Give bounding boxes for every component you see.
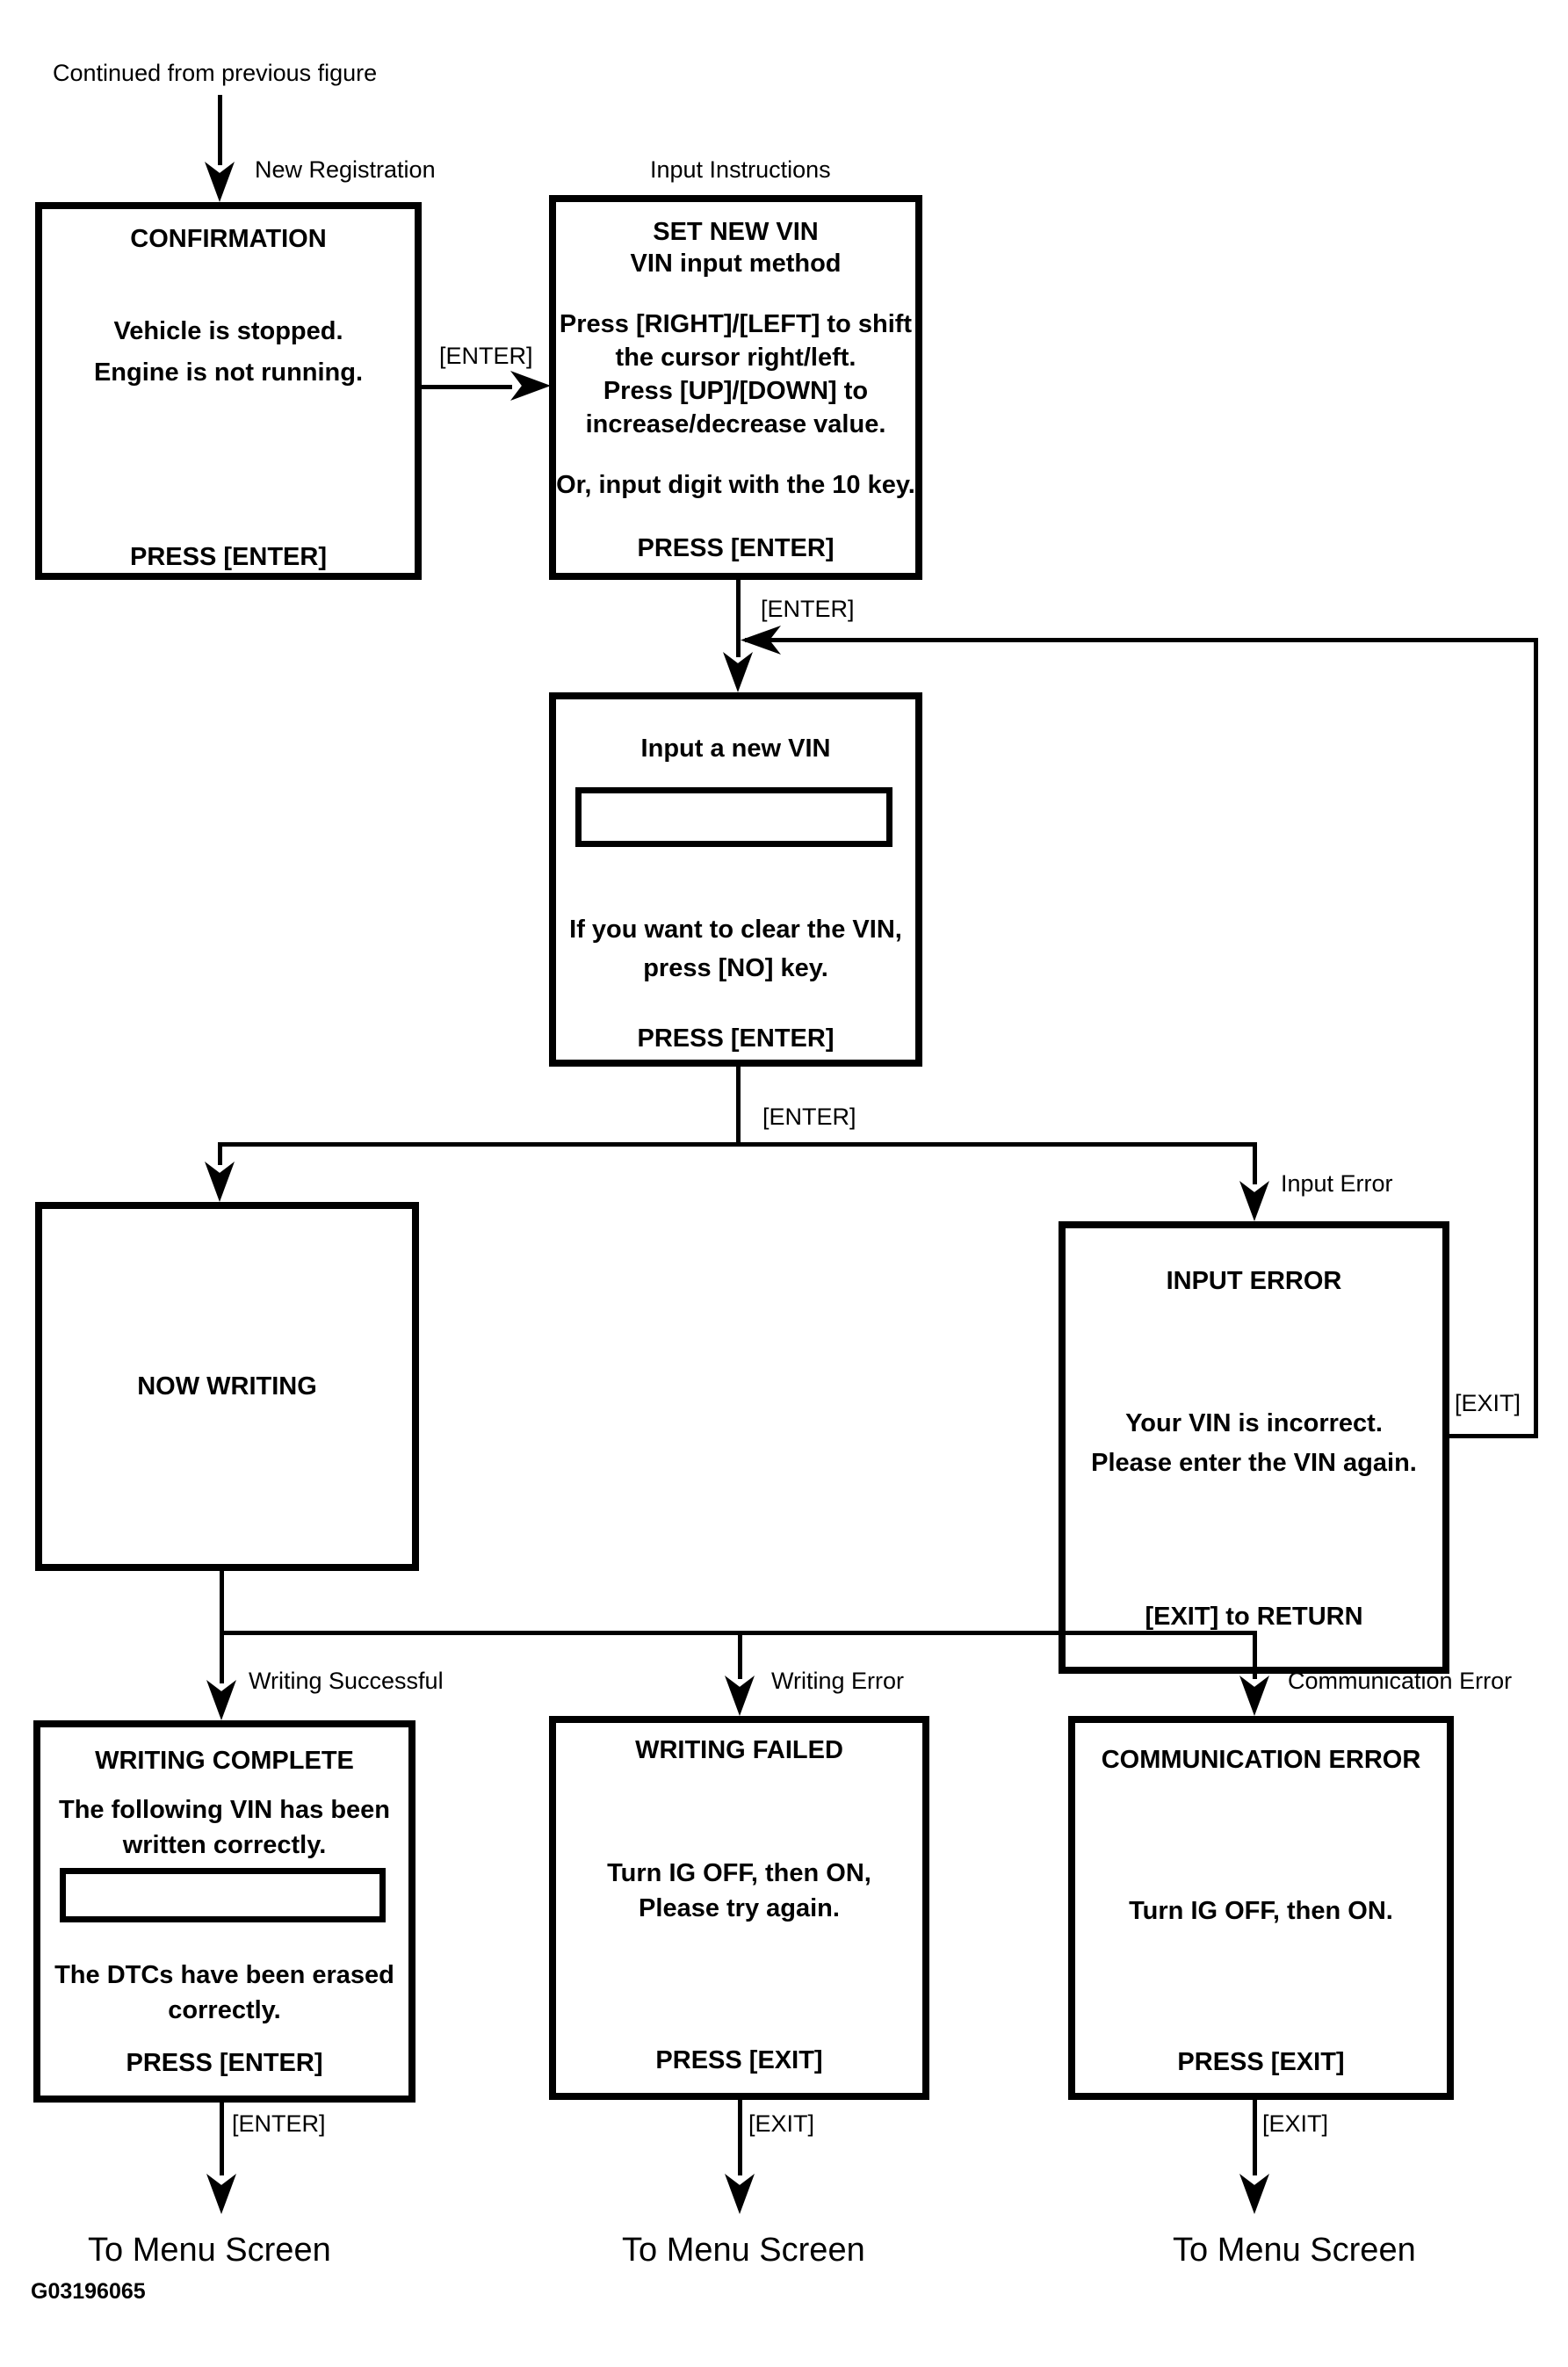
screen-now-writing: NOW WRITING xyxy=(35,1202,419,1571)
screen-text: Please try again. xyxy=(639,1894,840,1922)
edge-to-complete xyxy=(220,1631,224,1683)
edge-complete-to-menu xyxy=(220,2103,224,2175)
arrowhead-down-icon xyxy=(723,652,753,692)
edge-instructions-to-input xyxy=(736,580,741,657)
screen-input-new-vin: Input a new VIN If you want to clear the… xyxy=(549,692,922,1067)
continued-note: Continued from previous figure xyxy=(53,60,378,86)
screen-footer: PRESS [EXIT] xyxy=(1177,2048,1345,2076)
edge-failed-to-menu xyxy=(738,2100,742,2175)
screen-text: Or, input digit with the 10 key. xyxy=(556,471,915,499)
edge-label-exit: [EXIT] xyxy=(1262,2110,1329,2137)
screen-text: Press [RIGHT]/[LEFT] to shift xyxy=(559,310,913,338)
screen-text: increase/decrease value. xyxy=(585,410,886,438)
screen-text: Please enter the VIN again. xyxy=(1091,1449,1417,1477)
vin-input-field xyxy=(575,787,892,847)
arrowhead-down-icon xyxy=(1239,1181,1269,1221)
screen-footer: PRESS [ENTER] xyxy=(130,543,327,571)
edge-exit-return-vertical xyxy=(1534,638,1538,1438)
screen-text: The DTCs have been erased xyxy=(54,1961,394,1989)
screen-title: INPUT ERROR xyxy=(1166,1267,1342,1295)
screen-title: CONFIRMATION xyxy=(130,225,327,253)
screen-text: Press [UP]/[DOWN] to xyxy=(603,377,869,405)
edge-exit-return-stub xyxy=(1449,1434,1538,1438)
screen-title: Input a new VIN xyxy=(640,735,831,763)
arrowhead-down-icon xyxy=(1239,1676,1269,1716)
screen-confirmation: CONFIRMATION Vehicle is stopped. Engine … xyxy=(35,202,422,580)
screen-footer: PRESS [ENTER] xyxy=(637,534,835,562)
screen-footer: PRESS [ENTER] xyxy=(126,2049,323,2077)
edge-label-enter: [ENTER] xyxy=(232,2110,326,2137)
screen-input-error: INPUT ERROR Your VIN is incorrect. Pleas… xyxy=(1059,1221,1449,1674)
arrowhead-down-icon xyxy=(725,2174,755,2214)
screen-text: written correctly. xyxy=(122,1831,327,1859)
arrowhead-down-icon xyxy=(206,1680,236,1720)
edge-to-now-writing xyxy=(218,1142,222,1165)
screen-footer: PRESS [EXIT] xyxy=(655,2046,823,2074)
screen-text: Vehicle is stopped. xyxy=(113,317,343,345)
edge-entry-line xyxy=(218,95,222,165)
screen-title: NOW WRITING xyxy=(137,1372,317,1401)
edge-label-input-instructions: Input Instructions xyxy=(650,156,831,183)
screen-set-new-vin: SET NEW VIN VIN input method Press [RIGH… xyxy=(549,195,922,580)
edge-label-writing-error: Writing Error xyxy=(771,1668,905,1694)
screen-text: If you want to clear the VIN, xyxy=(569,916,902,944)
to-menu-screen-label: To Menu Screen xyxy=(88,2232,331,2269)
vin-display-field xyxy=(60,1868,386,1922)
edge-label-exit: [EXIT] xyxy=(1455,1390,1521,1416)
edge-label-enter: [ENTER] xyxy=(761,596,855,622)
screen-footer: PRESS [ENTER] xyxy=(637,1024,835,1053)
arrowhead-right-icon xyxy=(510,371,551,401)
edge-label-new-registration: New Registration xyxy=(255,156,436,183)
screen-title: COMMUNICATION ERROR xyxy=(1101,1746,1421,1774)
screen-subtitle: VIN input method xyxy=(630,250,842,278)
screen-title: SET NEW VIN xyxy=(653,218,819,246)
screen-writing-complete: WRITING COMPLETE The following VIN has b… xyxy=(33,1720,415,2103)
edge-label-input-error: Input Error xyxy=(1281,1170,1393,1197)
arrowhead-down-icon xyxy=(205,1162,235,1202)
screen-writing-failed: WRITING FAILED Turn IG OFF, then ON, Ple… xyxy=(549,1716,929,2100)
edge-to-failed xyxy=(738,1631,742,1679)
arrowhead-down-icon xyxy=(205,162,235,202)
screen-text: The following VIN has been xyxy=(58,1796,391,1824)
screen-text: Turn IG OFF, then ON, xyxy=(607,1859,871,1887)
to-menu-screen-label: To Menu Screen xyxy=(1173,2232,1416,2269)
screen-communication-error: COMMUNICATION ERROR Turn IG OFF, then ON… xyxy=(1068,1716,1454,2100)
edge-exit-return-horizontal xyxy=(745,638,1535,642)
to-menu-screen-label: To Menu Screen xyxy=(622,2232,865,2269)
screen-footer: [EXIT] to RETURN xyxy=(1145,1603,1363,1631)
edge-label-communication-error: Communication Error xyxy=(1288,1668,1513,1694)
figure-code: G03196065 xyxy=(31,2279,146,2304)
screen-text: Turn IG OFF, then ON. xyxy=(1129,1897,1393,1925)
edge-input-to-split xyxy=(736,1067,741,1146)
arrowhead-down-icon xyxy=(725,1676,755,1716)
screen-text: Your VIN is incorrect. xyxy=(1125,1409,1383,1437)
screen-text: press [NO] key. xyxy=(643,954,828,982)
edge-confirm-to-instructions xyxy=(422,385,512,389)
edge-label-enter: [ENTER] xyxy=(439,343,533,369)
edge-label-enter: [ENTER] xyxy=(762,1104,856,1130)
edge-to-input-error xyxy=(1253,1142,1257,1184)
screen-title: WRITING FAILED xyxy=(635,1736,843,1764)
edge-writing-to-split xyxy=(220,1571,224,1635)
screen-title: WRITING COMPLETE xyxy=(95,1747,354,1775)
screen-text: the cursor right/left. xyxy=(615,344,856,372)
edge-split-1 xyxy=(218,1142,1257,1147)
arrowhead-down-icon xyxy=(206,2174,236,2214)
edge-label-writing-successful: Writing Successful xyxy=(249,1668,444,1694)
edge-to-comm-error xyxy=(1253,1631,1257,1679)
edge-comm-to-menu xyxy=(1253,2100,1257,2175)
screen-text: Engine is not running. xyxy=(93,358,364,387)
edge-label-exit: [EXIT] xyxy=(748,2110,815,2137)
arrowhead-down-icon xyxy=(1239,2174,1269,2214)
screen-text: correctly. xyxy=(168,1996,281,2024)
